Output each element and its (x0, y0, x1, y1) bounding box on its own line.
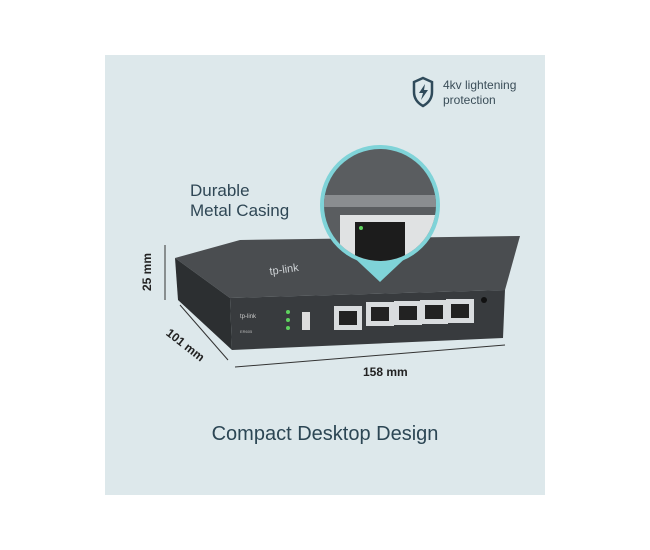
brand-logo: tp-link (269, 262, 300, 278)
model-label: ER605 (240, 329, 253, 334)
router-top (175, 236, 520, 298)
magnified-port (324, 149, 436, 261)
status-leds (286, 310, 290, 330)
feature-line-2: protection (443, 93, 496, 107)
callout-line-1: Durable (190, 181, 250, 200)
callout-line-2: Metal Casing (190, 201, 290, 220)
usb-port (302, 312, 310, 330)
ethernet-ports (334, 299, 474, 330)
dimension-lines (164, 245, 506, 368)
caption: Compact Desktop Design (211, 423, 439, 445)
height-dimension: 25 mm (140, 252, 155, 292)
width-dimension: 158 mm (363, 365, 408, 379)
front-logo: tp-link (240, 314, 257, 320)
feature-line-1: 4kv lightening (443, 78, 517, 92)
reset-button (481, 297, 487, 303)
callout-text: Durable Metal Casing (190, 181, 289, 221)
feature-badge-text: 4kv lightening protection (443, 78, 516, 108)
router-side (175, 258, 232, 350)
shield-lightning-icon (412, 76, 434, 108)
